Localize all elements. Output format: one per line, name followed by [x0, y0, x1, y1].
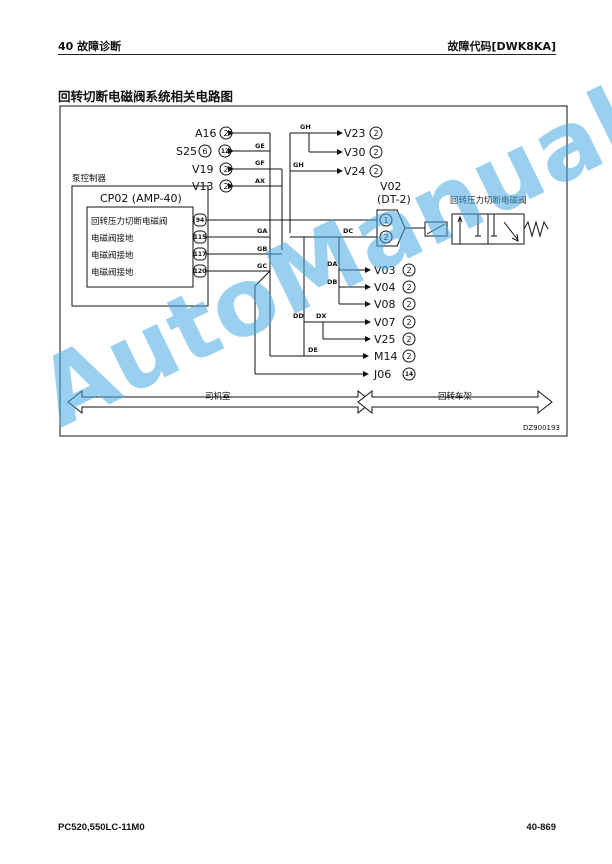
header-divider — [58, 54, 556, 55]
footer-page-number: 40-869 — [526, 822, 556, 833]
pump-controller-label: 泵控制器 — [72, 173, 107, 184]
valve-label: 回转压力切断电磁阀 — [450, 195, 527, 206]
connector-v23-label: V23 — [344, 127, 366, 140]
cp02-row-3: 电磁阀接地 — [91, 250, 134, 261]
connector-v08-pin: 2 — [406, 300, 411, 309]
wire-ax: AX — [255, 177, 265, 185]
connector-v30: V30 2 — [344, 145, 383, 159]
frame-zone-label: 回转车架 — [438, 391, 473, 402]
connector-v25-pin: 2 — [406, 335, 411, 344]
connector-a16-pin: 2 — [223, 129, 228, 138]
cab-zone-label: 司机室 — [205, 391, 231, 402]
wire-gc: GC — [257, 262, 267, 270]
wire-dd: DD — [293, 312, 304, 320]
connector-v07: V07 2 — [374, 315, 416, 329]
connector-v04-pin: 2 — [406, 283, 411, 292]
wire-de: DE — [308, 346, 318, 354]
v02-label: V02 — [380, 180, 402, 193]
connector-v25-label: V25 — [374, 333, 396, 346]
v02-pin-1: 1 — [383, 216, 388, 225]
controller-wiring — [206, 219, 377, 377]
connector-v19-label: V19 — [192, 163, 214, 176]
connector-s25-pin-1: 6 — [202, 147, 207, 156]
connector-v08: V08 2 — [374, 297, 416, 311]
connector-a16: A16 2 — [195, 126, 233, 140]
swing-cutoff-solenoid-valve — [424, 213, 549, 245]
top-wiring — [228, 130, 343, 356]
v02-sub-label: (DT-2) — [377, 193, 411, 206]
page-header-right: 故障代码[DWK8KA] — [447, 40, 556, 53]
cp02-pins: 94 115 117 120 — [193, 213, 207, 278]
connector-j06: J06 14 — [373, 367, 416, 381]
connector-v03: V03 2 — [374, 263, 416, 277]
wire-gh-1: GH — [300, 123, 311, 131]
connector-v07-label: V07 — [374, 316, 396, 329]
connector-s25: S25 6 12 — [176, 144, 232, 158]
cp02-row-4: 电磁阀接地 — [91, 267, 134, 278]
ground-wiring — [290, 236, 377, 356]
v02-pin-2: 2 — [383, 233, 388, 242]
connector-v08-label: V08 — [374, 298, 396, 311]
connector-v24-pin: 2 — [373, 167, 378, 176]
connector-v30-label: V30 — [344, 146, 366, 159]
connector-v03-label: V03 — [374, 264, 396, 277]
frame-zone-arrow — [357, 389, 553, 415]
wire-gf: GF — [255, 159, 265, 167]
connector-v23: V23 2 — [344, 126, 383, 140]
connector-v04: V04 2 — [374, 280, 416, 294]
wire-da: DA — [327, 260, 337, 268]
connector-v24-label: V24 — [344, 165, 366, 178]
connector-v13-pin: 2 — [223, 182, 228, 191]
diagram-frame — [59, 105, 568, 437]
connector-v19: V19 2 — [192, 162, 233, 176]
pump-controller-box — [71, 185, 209, 307]
connector-v23-pin: 2 — [373, 129, 378, 138]
page-header-left: 40 故障诊断 — [58, 40, 122, 53]
wire-gh-2: GH — [293, 161, 304, 169]
connector-v04-label: V04 — [374, 281, 396, 294]
connector-m14-pin: 2 — [406, 352, 411, 361]
connector-s25-pin-2: 12 — [221, 148, 229, 155]
cp02-row-1: 回转压力切断电磁阀 — [91, 216, 168, 227]
connector-v25: V25 2 — [374, 332, 416, 346]
connector-m14-label: M14 — [374, 350, 398, 363]
connector-j06-label: J06 — [373, 368, 391, 381]
cp02-label: CP02 (AMP-40) — [100, 192, 182, 205]
connector-j06-pin: 14 — [405, 371, 413, 378]
v02-connector: 1 2 — [376, 209, 425, 247]
wire-gb: GB — [257, 245, 267, 253]
wire-db: DB — [327, 278, 337, 286]
wire-dx: DX — [316, 312, 326, 320]
cp02-pin-117: 117 — [194, 251, 207, 258]
footer-model: PC520,550LC-11M0 — [58, 822, 145, 833]
connector-m14: M14 2 — [374, 349, 416, 363]
section-title: 回转切断电磁阀系统相关电路图 — [58, 89, 234, 104]
connector-v03-pin: 2 — [406, 266, 411, 275]
wire-ga: GA — [257, 227, 267, 235]
wire-ge: GE — [255, 142, 265, 150]
cp02-pin-115: 115 — [194, 234, 207, 241]
wire-dc: DC — [343, 227, 353, 235]
cp02-pin-120: 120 — [194, 268, 207, 275]
connector-a16-label: A16 — [195, 127, 217, 140]
connector-v30-pin: 2 — [373, 148, 378, 157]
connector-v07-pin: 2 — [406, 318, 411, 327]
connector-v19-pin: 2 — [223, 165, 228, 174]
connector-v24: V24 2 — [344, 164, 383, 178]
cp02-connector-box — [86, 206, 194, 288]
cp02-row-2: 电磁阀接地 — [91, 233, 134, 244]
connector-s25-label: S25 — [176, 145, 197, 158]
cp02-pin-94: 94 — [196, 217, 204, 224]
diagram-code: DZ900193 — [523, 424, 560, 432]
